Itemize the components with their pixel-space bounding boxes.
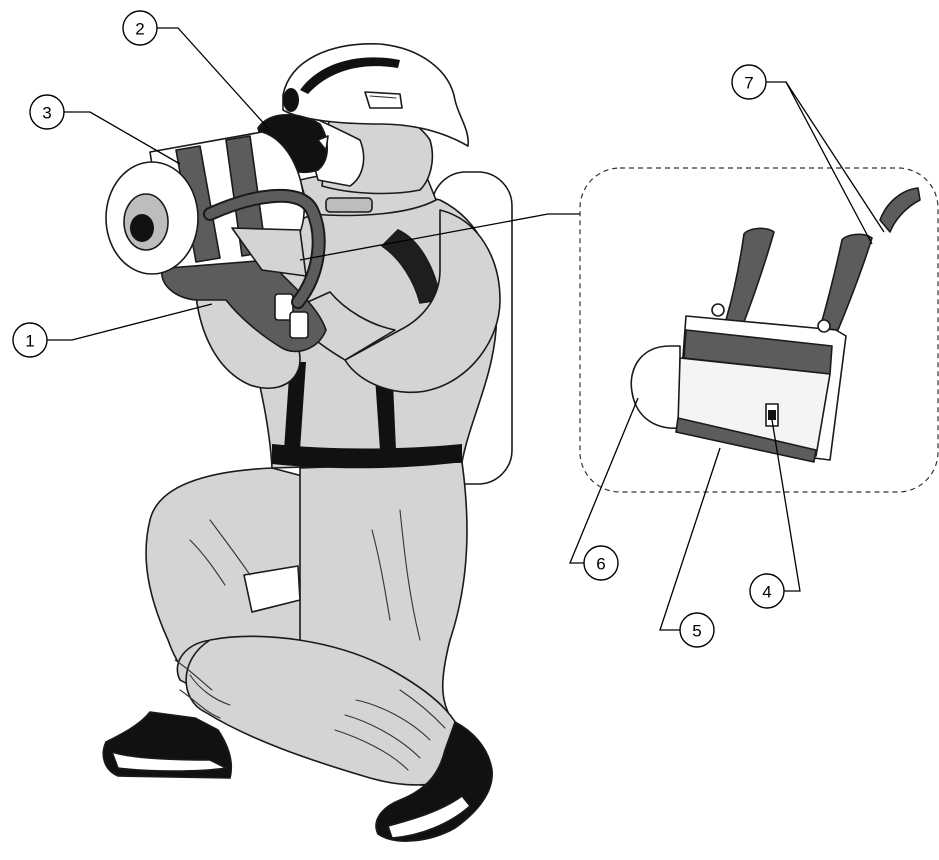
- callout-3-label: 3: [42, 104, 51, 123]
- callout-7-label: 7: [744, 74, 753, 93]
- leader-2: [157, 28, 268, 128]
- leader-1: [46, 304, 212, 340]
- callout-6-label: 6: [596, 555, 605, 574]
- callout-4-label: 4: [762, 583, 771, 602]
- callout-2: 2: [123, 11, 157, 45]
- callout-2-label: 2: [135, 20, 144, 39]
- callout-1-label: 1: [25, 332, 34, 351]
- callout-1: 1: [13, 323, 47, 357]
- callout-5-label: 5: [692, 622, 701, 641]
- callout-7: 7: [732, 65, 766, 99]
- callout-5: 5: [680, 613, 714, 647]
- callout-3: 3: [30, 95, 64, 129]
- callout-4: 4: [750, 574, 784, 608]
- callout-6: 6: [584, 546, 618, 580]
